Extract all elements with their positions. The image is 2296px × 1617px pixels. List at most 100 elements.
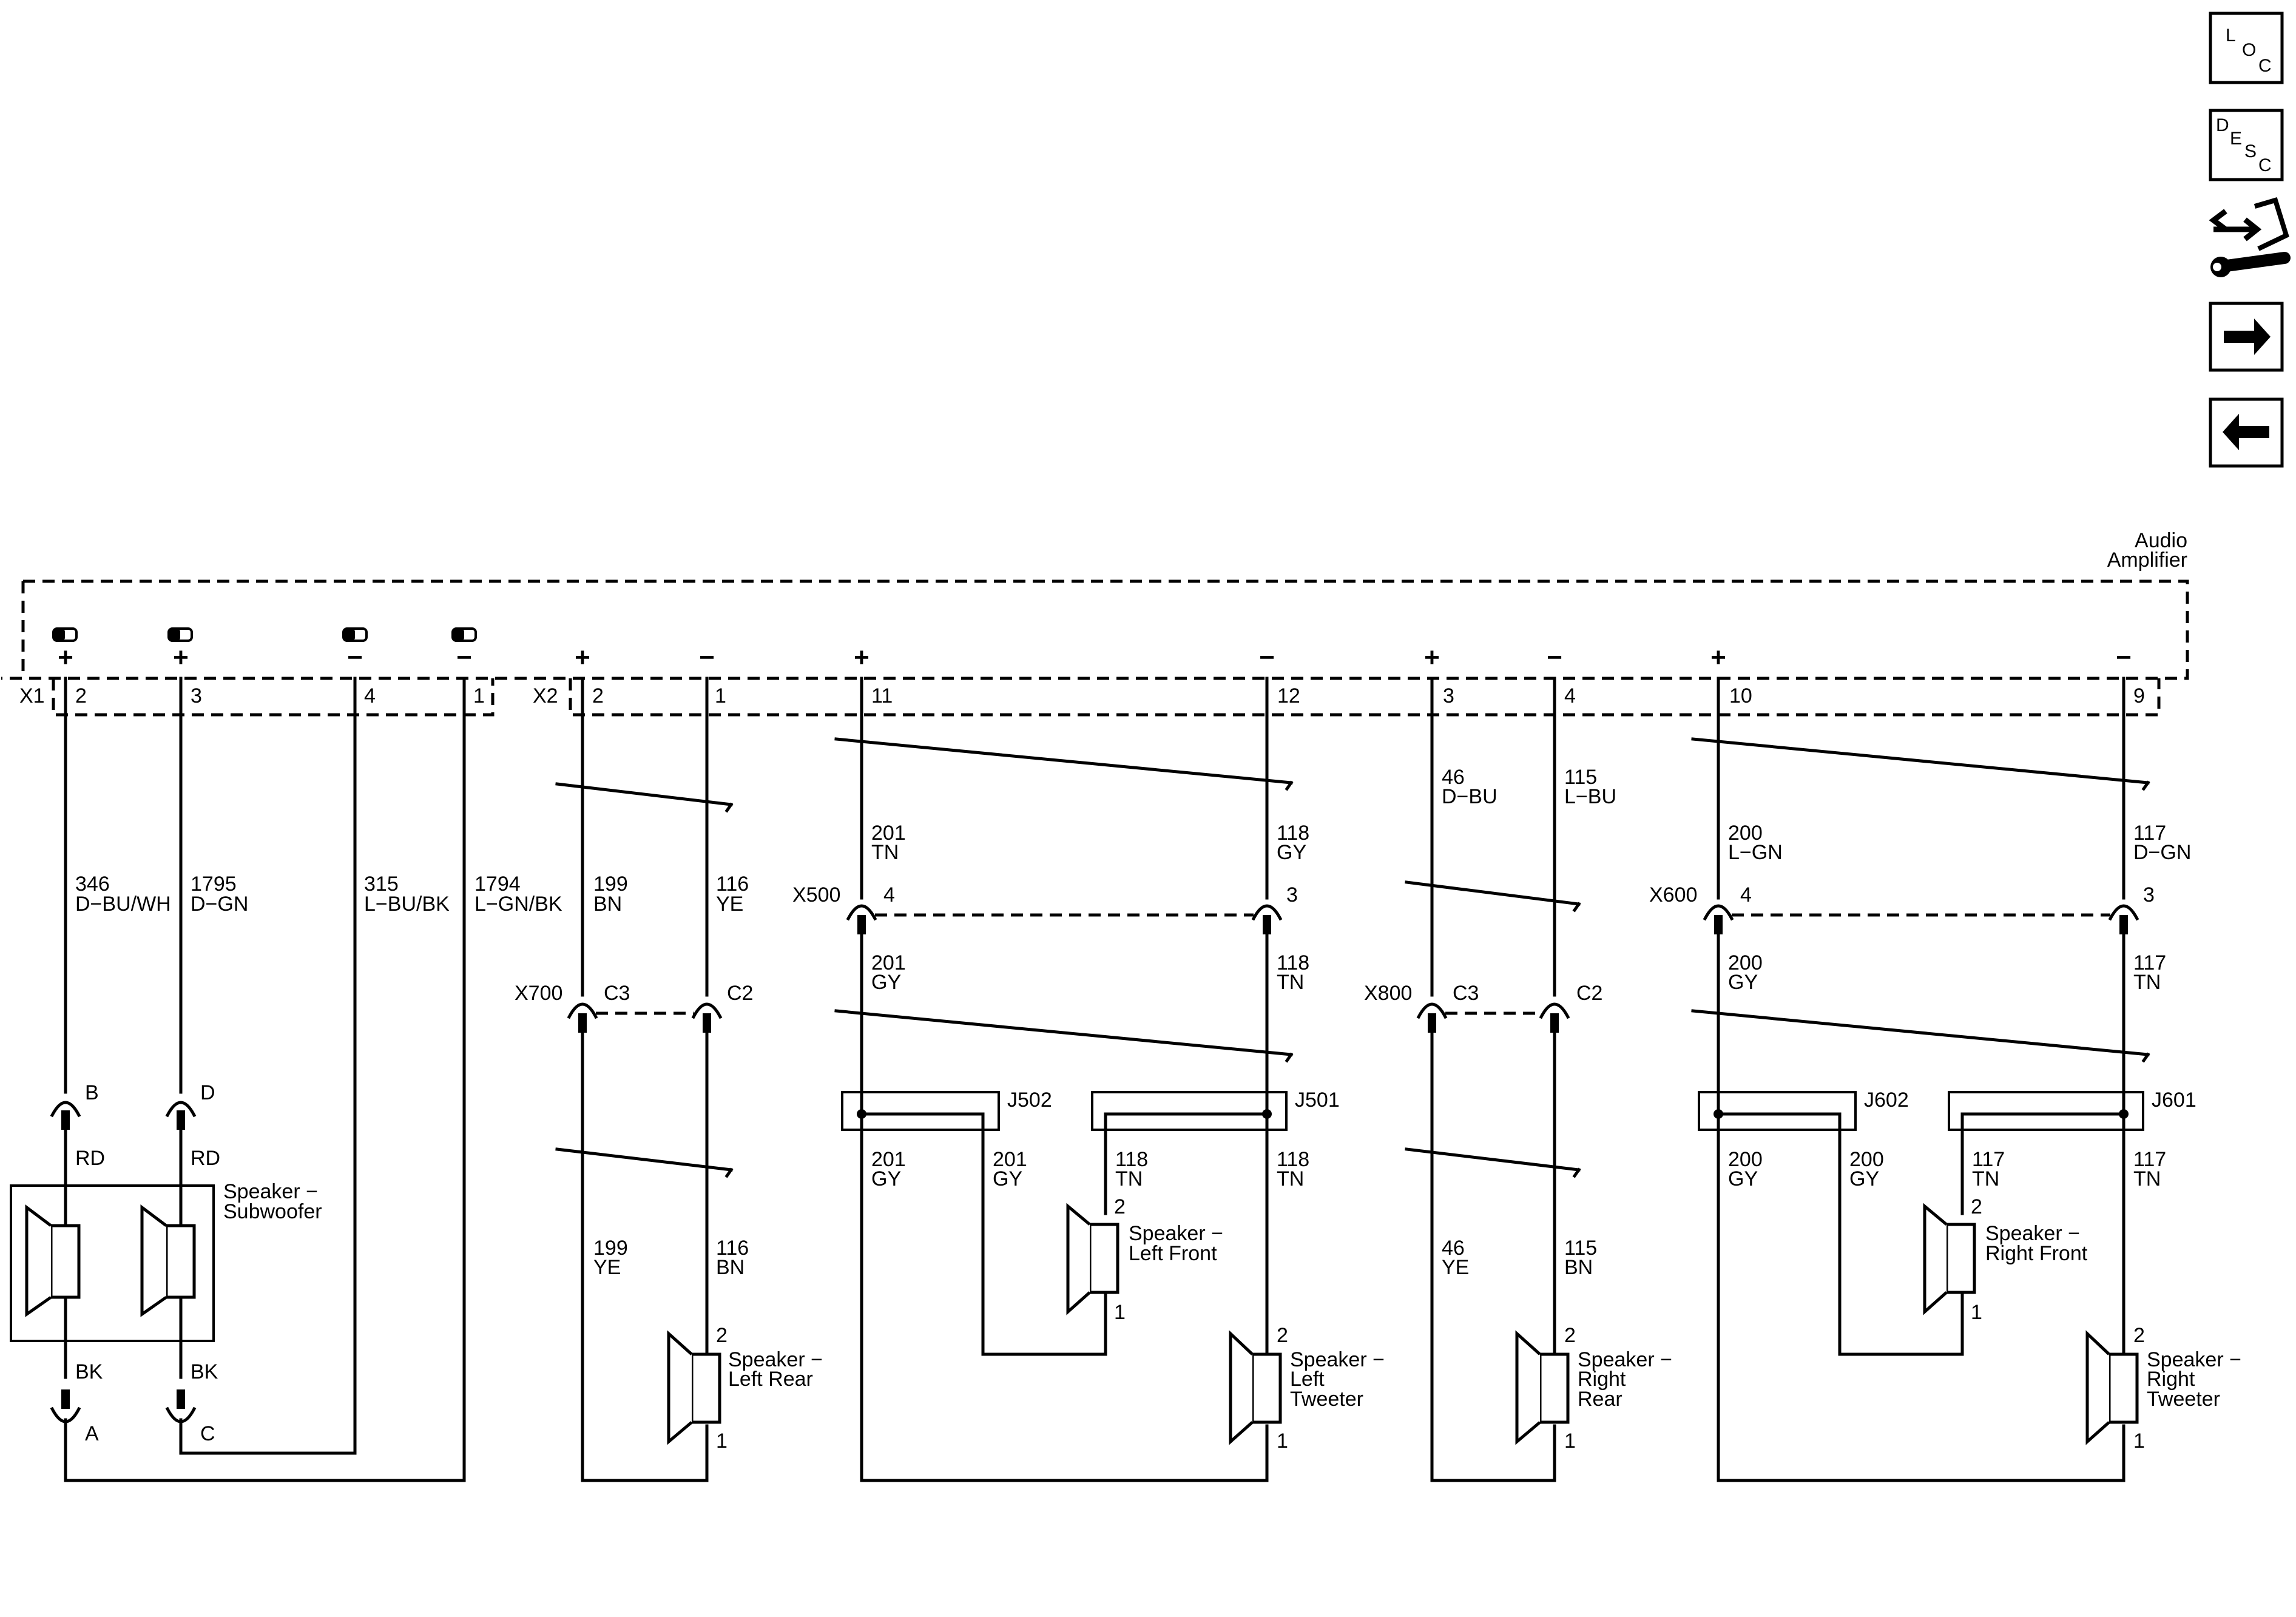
previous-page-button[interactable] — [2209, 397, 2284, 468]
circuit-color: TN — [1972, 1167, 1999, 1190]
connector-label: X800 — [1364, 982, 1412, 1005]
pin-label: 1 — [1971, 1301, 1982, 1324]
speaker-subwoofer-label: Speaker − — [223, 1180, 318, 1203]
x1-pin-number: 3 — [191, 684, 202, 707]
circuit-color: GY — [1728, 971, 1758, 994]
circuit-color: TN — [871, 841, 899, 864]
speaker-left-tweeter-label: Left — [1290, 1368, 1325, 1391]
connector-wrench-icon[interactable] — [2209, 197, 2291, 277]
circuit-color: L−BU/BK — [364, 893, 450, 916]
circuit-color: YE — [716, 893, 743, 916]
circuit-number: 46 — [1442, 766, 1465, 789]
pin-label: B — [85, 1081, 99, 1104]
speaker-left-front-label: Left Front — [1129, 1242, 1217, 1265]
connector-label: X700 — [515, 982, 562, 1005]
splice-label: J502 — [1007, 1089, 1052, 1112]
circuit-color: BN — [1564, 1256, 1593, 1279]
circuit-number: 200 — [1728, 1148, 1763, 1171]
loc-button[interactable]: L O C — [2209, 12, 2284, 84]
circuit-color: TN — [1115, 1167, 1143, 1190]
circuit-number: 199 — [593, 873, 628, 896]
subwoofer-circuit: Speaker − Subwoofer 346 D−BU/WH 1795 D−G… — [10, 677, 562, 1482]
x2-pin-number: 12 — [1277, 684, 1300, 707]
circuit-color: D−GN — [2133, 841, 2191, 864]
pin-label: 1 — [1564, 1430, 1576, 1453]
x1-pin-sign: − — [347, 643, 363, 672]
circuit-number: 117 — [2133, 1148, 2166, 1171]
x1-output-markers — [52, 627, 477, 642]
pin-label: C — [200, 1422, 215, 1445]
circuit-number: 199 — [593, 1237, 628, 1260]
module-name-line2: Amplifier — [2107, 549, 2187, 572]
circuit-color: GY — [871, 971, 901, 994]
loc-letter-o: O — [2242, 40, 2256, 60]
circuit-color: TN — [1277, 971, 1304, 994]
x2-pin-number: 10 — [1729, 684, 1752, 707]
x2-pin-sign: − — [1547, 643, 1562, 672]
connector-label: X500 — [792, 883, 840, 906]
pin-label: C2 — [1576, 982, 1602, 1005]
circuit-number: 118 — [1277, 822, 1309, 845]
speaker-icon — [1229, 1330, 1282, 1445]
pin-label: D — [200, 1081, 215, 1104]
speaker-left-rear-label: Speaker − — [728, 1348, 823, 1371]
circuit-color: GY — [993, 1167, 1022, 1190]
x1-pin-number: 1 — [473, 684, 485, 707]
wire-color: RD — [191, 1147, 220, 1170]
speaker-icon — [140, 1204, 196, 1317]
x2-pin-number: 9 — [2133, 684, 2145, 707]
x1-pin-sign: + — [58, 643, 73, 672]
speaker-icon — [1923, 1203, 1976, 1315]
circuit-color: GY — [871, 1167, 901, 1190]
pin-label: 4 — [1740, 883, 1752, 906]
splice-label: J601 — [2152, 1089, 2196, 1112]
wire-color: BK — [191, 1360, 218, 1383]
desc-button[interactable]: D E S C — [2209, 109, 2284, 181]
circuit-color: L−BU — [1564, 785, 1616, 808]
x2-pin-number: 3 — [1443, 684, 1454, 707]
x2-pin-number: 11 — [871, 684, 893, 707]
speaker-right-rear-label: Rear — [1578, 1388, 1622, 1411]
pin-label: 1 — [2133, 1430, 2145, 1453]
desc-letter-e: E — [2230, 129, 2242, 149]
loc-letter-l: L — [2226, 25, 2236, 46]
splice-label: J602 — [1864, 1089, 1909, 1112]
x2-pin-labels: + − + − + − + − 2 1 11 12 3 4 10 9 — [575, 643, 2145, 707]
loc-letter-c: C — [2258, 56, 2272, 76]
desc-letter-c: C — [2258, 155, 2272, 175]
pin-label: 2 — [1114, 1195, 1126, 1218]
pin-label: 1 — [1277, 1430, 1288, 1453]
pin-label: C3 — [1453, 982, 1479, 1005]
circuit-color: BN — [716, 1256, 745, 1279]
circuit-color: D−GN — [191, 893, 248, 916]
speaker-icon — [1066, 1203, 1119, 1315]
left-front-circuit: J502 J501 X500 4 3 201 TN 118 GY 201 GY … — [792, 677, 1385, 1482]
circuit-number: 116 — [716, 873, 749, 896]
pin-label: 3 — [2143, 883, 2155, 906]
circuit-number: 201 — [871, 951, 906, 974]
speaker-icon — [667, 1330, 721, 1445]
wire-color: BK — [75, 1360, 103, 1383]
right-rear-circuit: Speaker − Right Rear 2 1 X800 C3 C2 46 D… — [1364, 677, 1672, 1482]
x2-pin-number: 2 — [592, 684, 604, 707]
circuit-number: 117 — [2133, 951, 2166, 974]
pin-label: 2 — [1277, 1324, 1288, 1347]
speaker-right-front-label: Speaker − — [1985, 1222, 2080, 1245]
circuit-color: TN — [2133, 971, 2161, 994]
circuit-color: GY — [1277, 841, 1306, 864]
x2-pin-sign: + — [1424, 643, 1440, 672]
circuit-number: 118 — [1277, 1148, 1309, 1171]
speaker-icon — [1515, 1330, 1570, 1445]
speaker-left-front-label: Speaker − — [1129, 1222, 1223, 1245]
speaker-right-rear-label: Speaker − — [1578, 1348, 1672, 1371]
pin-label: 2 — [1564, 1324, 1576, 1347]
next-page-button[interactable] — [2209, 302, 2284, 372]
speaker-left-tweeter-label: Speaker − — [1290, 1348, 1385, 1371]
arrow-right-icon — [2224, 319, 2271, 355]
wire-color: RD — [75, 1147, 105, 1170]
circuit-color: TN — [1277, 1167, 1304, 1190]
circuit-number: 115 — [1564, 766, 1597, 789]
circuit-color: GY — [1849, 1167, 1879, 1190]
connector-x2-label: X2 — [533, 684, 558, 707]
speaker-right-rear-label: Right — [1578, 1368, 1626, 1391]
